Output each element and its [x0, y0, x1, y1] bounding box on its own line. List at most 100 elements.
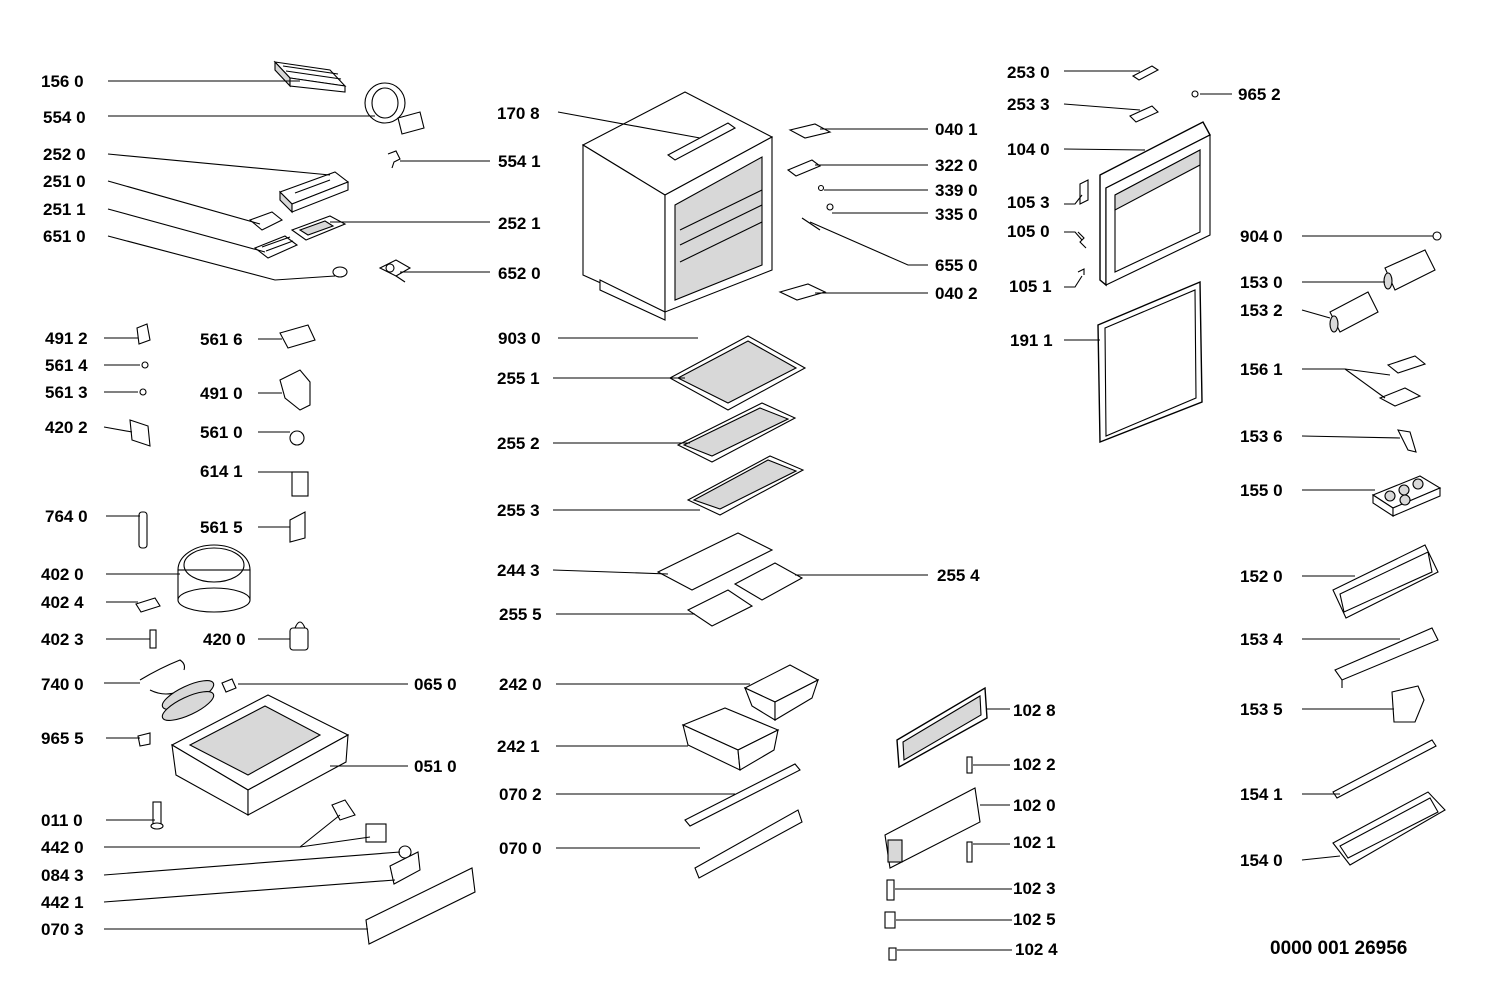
- callout-561-4: 561 4: [45, 356, 88, 375]
- butter-cover-small-drawing: [1329, 291, 1379, 333]
- callout-070-0: 070 0: [499, 839, 542, 858]
- screw-foot-drawing: [137, 732, 151, 747]
- callout-252-1: 252 1: [498, 214, 541, 233]
- hinge-bottom-drawing: [778, 283, 827, 301]
- callout-442-0: 442 0: [41, 838, 84, 857]
- callout-170-8: 170 8: [497, 104, 540, 123]
- door-hinge-bracket-drawing: [136, 323, 151, 345]
- callout-253-3: 253 3: [1007, 95, 1050, 114]
- callout-070-2: 070 2: [499, 785, 542, 804]
- ice-tray-drawing: [273, 60, 347, 93]
- holder-clip-drawing: [1397, 429, 1417, 453]
- crisper-cover-drawing: [656, 532, 774, 591]
- callout-255-5: 255 5: [499, 605, 542, 624]
- flap-stop-drawing: [888, 947, 897, 961]
- pin-drawing: [801, 217, 821, 231]
- callout-442-1: 442 1: [41, 893, 84, 912]
- flap-spring-drawing: [884, 911, 896, 929]
- callout-084-3: 084 3: [41, 866, 84, 885]
- callout-156-0: 156 0: [41, 72, 84, 91]
- relay-bracket-drawing: [289, 511, 306, 543]
- callout-155-0: 155 0: [1240, 481, 1283, 500]
- knob-drawing: [1432, 231, 1442, 241]
- callout-102-4: 102 4: [1015, 940, 1058, 959]
- callout-335-0: 335 0: [935, 205, 978, 224]
- callout-554-1: 554 1: [498, 152, 541, 171]
- callout-614-1: 614 1: [200, 462, 243, 481]
- bottle-shelf-drawing: [1332, 791, 1446, 866]
- clip-small-drawing: [221, 678, 237, 693]
- bolt-drawing: [150, 801, 164, 830]
- callout-065-0: 065 0: [414, 675, 457, 694]
- overload-drawing: [291, 471, 309, 497]
- leader-lines: [103, 70, 1433, 951]
- callout-561-6: 561 6: [200, 330, 243, 349]
- callout-153-2: 153 2: [1240, 301, 1283, 320]
- callout-242-1: 242 1: [497, 737, 540, 756]
- grommet-drawing: [135, 597, 161, 613]
- clip-drawing: [387, 150, 401, 169]
- screw-drawing: [826, 203, 834, 211]
- light-housing-drawing: [279, 171, 350, 214]
- callout-153-4: 153 4: [1240, 630, 1283, 649]
- callout-965-2: 965 2: [1238, 85, 1281, 104]
- callout-102-8: 102 8: [1013, 701, 1056, 720]
- callout-491-0: 491 0: [200, 384, 243, 403]
- door-drawing: [1099, 121, 1211, 287]
- callout-244-3: 244 3: [497, 561, 540, 580]
- callout-251-1: 251 1: [43, 200, 86, 219]
- screw-a-drawing: [141, 361, 149, 369]
- capacitor-drawing: [289, 621, 309, 651]
- callout-253-0: 253 0: [1007, 63, 1050, 82]
- screw-small-drawing: [817, 184, 825, 192]
- handle-base-drawing: [1129, 105, 1159, 123]
- door-shelf-drawing: [1332, 544, 1439, 619]
- cabinet-drawing: [581, 91, 774, 321]
- callout-102-0: 102 0: [1013, 796, 1056, 815]
- screw-cap-drawing: [1191, 90, 1199, 98]
- thermostat-knob-drawing: [331, 799, 356, 821]
- trim-upper-drawing: [684, 763, 801, 827]
- thermostat-bracket-drawing: [389, 851, 421, 885]
- tray-right-drawing: [733, 562, 804, 601]
- drawer-large-drawing: [681, 707, 780, 771]
- butter-cover-drawing: [1383, 249, 1436, 291]
- callout-156-1: 156 1: [1240, 360, 1283, 379]
- callout-420-2: 420 2: [45, 418, 88, 437]
- callout-255-3: 255 3: [497, 501, 540, 520]
- bar-drawing: [1332, 739, 1437, 799]
- callout-102-1: 102 1: [1013, 833, 1056, 852]
- thermostat-drawing: [378, 259, 412, 283]
- callout-011-0: 011 0: [41, 811, 83, 830]
- flap-pin-lower-drawing: [966, 841, 973, 863]
- base-tray-drawing: [170, 694, 350, 816]
- compressor-drawing: [177, 544, 251, 613]
- callout-153-6: 153 6: [1240, 427, 1283, 446]
- screw-b-drawing: [139, 388, 147, 396]
- flap-door-drawing: [884, 787, 981, 869]
- callout-764-0: 764 0: [45, 507, 88, 526]
- bulb-cover-drawing: [248, 211, 284, 231]
- lamp-drawing: [332, 266, 348, 278]
- bracket-drawing: [786, 159, 822, 177]
- callout-402-3: 402 3: [41, 630, 84, 649]
- callout-040-1: 040 1: [935, 120, 978, 139]
- filter-drier-drawing: [138, 511, 148, 549]
- condenser-drawing: [139, 659, 215, 721]
- rail-drawing: [1334, 627, 1439, 688]
- hinge-top-drawing: [788, 123, 832, 139]
- callout-655-0: 655 0: [935, 256, 978, 275]
- callout-251-0: 251 0: [43, 172, 86, 191]
- callout-255-4: 255 4: [937, 566, 980, 585]
- callout-153-5: 153 5: [1240, 700, 1283, 719]
- callout-040-2: 040 2: [935, 284, 978, 303]
- callout-402-4: 402 4: [41, 593, 84, 612]
- clamp-drawing: [129, 419, 151, 447]
- callout-242-0: 242 0: [499, 675, 542, 694]
- callout-322-0: 322 0: [935, 156, 978, 175]
- callout-labels: 156 0 554 0 252 0 251 0 251 1 651 0 554 …: [41, 63, 1407, 959]
- tray-left-drawing: [686, 589, 754, 627]
- callout-339-0: 339 0: [935, 181, 978, 200]
